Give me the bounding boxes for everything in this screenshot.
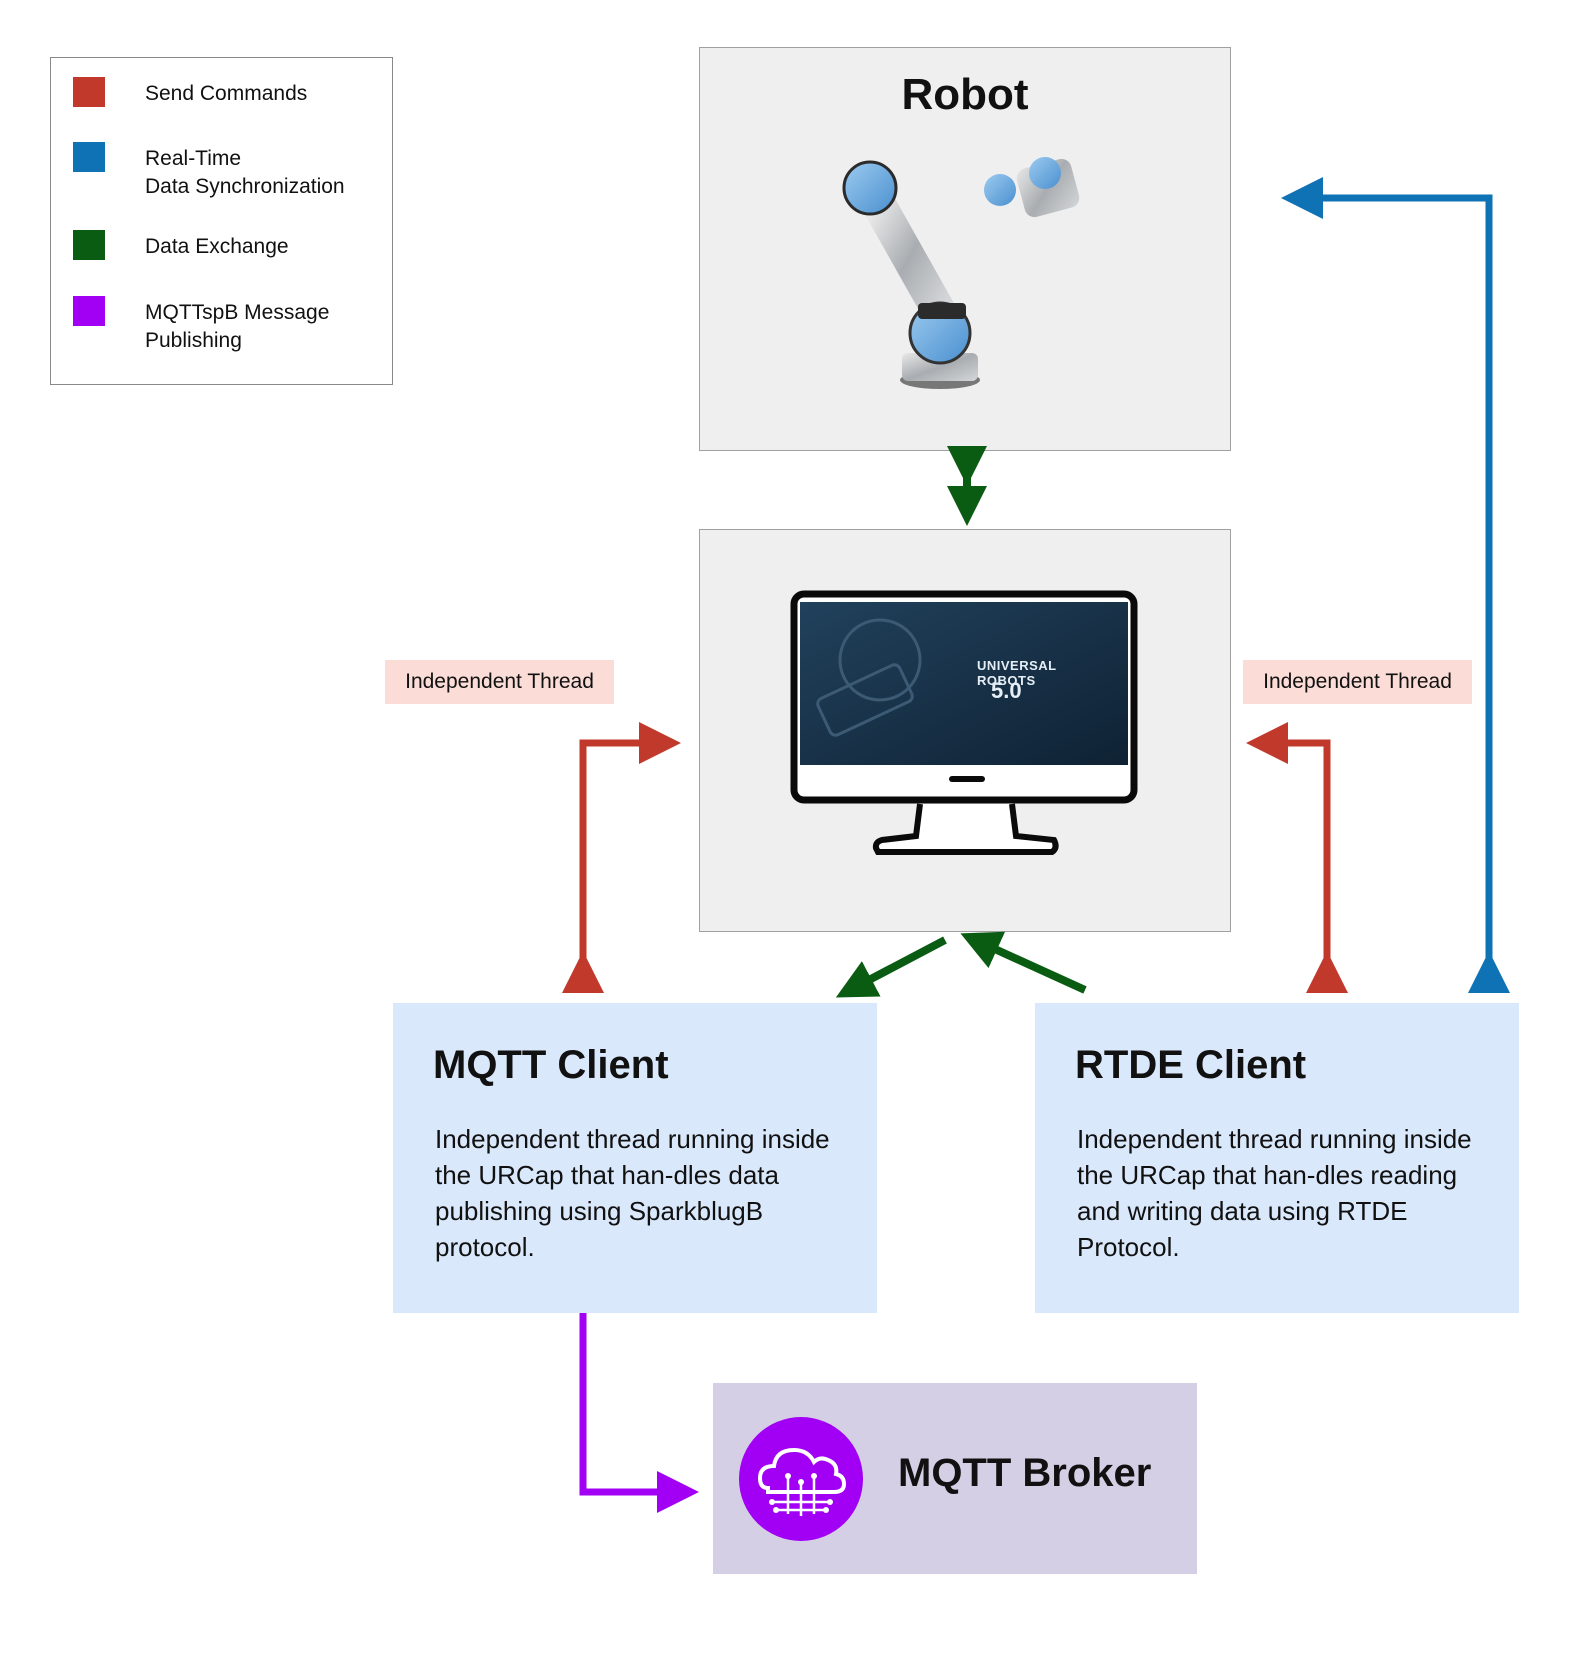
cloud-network-icon	[739, 1417, 863, 1541]
mqtt-client-node: MQTT Client Independent thread running i…	[393, 1003, 877, 1313]
robot-arm-icon	[842, 157, 1080, 389]
arrow-mqtt-broker-publish	[579, 1313, 699, 1513]
legend-item-data-exchange: Data Exchange	[73, 230, 289, 261]
legend-item-send-commands: Send Commands	[73, 77, 307, 108]
rtde-client-description: Independent thread running inside the UR…	[1077, 1124, 1472, 1262]
controller-brand: UNIVERSAL ROBOTS	[977, 658, 1057, 688]
monitor-icon	[790, 590, 1138, 855]
robot-node: Robot	[699, 47, 1231, 451]
legend-swatch-blue	[73, 142, 105, 172]
legend-label: Send Commands	[145, 82, 308, 105]
mqtt-broker-label: MQTT Broker	[898, 1451, 1152, 1495]
legend-label: Data Exchange	[145, 235, 289, 258]
mqtt-broker-node: MQTT Broker	[713, 1383, 1197, 1574]
controller-node: UNIVERSAL ROBOTS 5.0	[699, 529, 1231, 932]
legend-swatch-red	[73, 77, 105, 107]
legend-label: MQTTspB Message Publishing	[145, 301, 330, 352]
rtde-client-title: RTDE Client	[1075, 1043, 1307, 1087]
legend-swatch-green	[73, 230, 105, 260]
controller-version: 5.0	[991, 678, 1022, 703]
arrow-rtde-controller-exchange	[960, 931, 1087, 994]
arrow-controller-mqtt-exchange	[835, 936, 947, 998]
mqtt-client-title: MQTT Client	[433, 1043, 669, 1087]
robot-title: Robot	[901, 70, 1029, 119]
legend-label: Real-Time Data Synchronization	[145, 147, 345, 198]
legend-item-realtime-sync: Real-Time Data Synchronization	[73, 142, 345, 201]
arrow-mqtt-controller-commands	[562, 722, 681, 993]
arrow-rtde-controller-commands	[1246, 722, 1348, 993]
rtde-client-node: RTDE Client Independent thread running i…	[1035, 1003, 1519, 1313]
thread-label-right: Independent Thread	[1243, 660, 1472, 704]
thread-label-left: Independent Thread	[385, 660, 614, 704]
legend-item-mqtt-publishing: MQTTspB Message Publishing	[73, 296, 329, 355]
mqtt-client-description: Independent thread running inside the UR…	[435, 1124, 830, 1262]
arrow-rtde-robot-sync	[1281, 177, 1510, 993]
legend-swatch-purple	[73, 296, 105, 326]
legend: Send Commands Real-Time Data Synchroniza…	[50, 57, 393, 385]
